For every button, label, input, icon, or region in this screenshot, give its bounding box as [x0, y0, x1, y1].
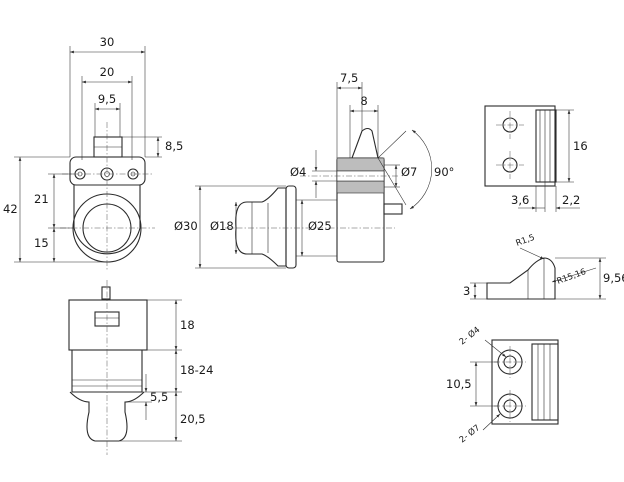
- dim-dia-25: Ø25: [308, 219, 332, 233]
- dim-strike-16: 16: [573, 139, 588, 153]
- dim-height-20-5: 20,5: [180, 412, 206, 426]
- side-section-upper: [336, 157, 385, 172]
- strike-plate-hole-lower-inner: [503, 399, 517, 413]
- dim-width-9-5: 9,5: [98, 92, 116, 106]
- dim-dia-30: Ø30: [174, 219, 198, 233]
- dim-7-5: 7,5: [340, 71, 358, 85]
- dim-height-18-24: 18-24: [180, 363, 213, 377]
- front-mount-plate: [69, 156, 146, 186]
- dim-strike-3-6: 3,6: [511, 193, 529, 207]
- dim-strike-9-56: 9,56: [603, 271, 624, 285]
- side-pin: [383, 203, 403, 215]
- strike-top-view: 16 3,6 2,2: [484, 105, 588, 212]
- side-section-lower: [336, 180, 385, 194]
- dim-tab-8-5: 8,5: [165, 139, 183, 153]
- dim-plate-holes-4: 2- Ø4: [457, 324, 482, 347]
- strike-side-profile: [486, 257, 556, 300]
- dim-width-30: 30: [100, 35, 115, 49]
- dim-height-15: 15: [34, 236, 49, 250]
- side-collar: [285, 185, 297, 269]
- dim-height-21: 21: [34, 192, 49, 206]
- dim-plate-holes-7: 2- Ø7: [457, 422, 482, 445]
- dim-strike-r15-16: R15,16: [556, 267, 588, 287]
- strike-plate-hole-upper-inner: [503, 355, 517, 369]
- dim-strike-2-2: 2,2: [562, 193, 580, 207]
- side-latch-tongue: [351, 127, 379, 159]
- dim-strike-thickness-3: 3: [463, 284, 470, 298]
- dim-8: 8: [360, 94, 367, 108]
- dim-plate-spacing-10-5: 10,5: [446, 377, 472, 391]
- dim-height-42: 42: [3, 202, 18, 216]
- strike-plate-ridge: [531, 343, 559, 421]
- side-view: 7,5 8 Ø4 Ø7 90° Ø30 Ø18 Ø25: [174, 71, 454, 269]
- dim-dia-7: Ø7: [401, 165, 417, 179]
- dim-dia-4: Ø4: [290, 165, 306, 179]
- strike-top-plate: [484, 105, 556, 187]
- dim-strike-r1-5: R1,5: [515, 233, 537, 249]
- dim-height-18: 18: [180, 318, 195, 332]
- side-knob: [235, 187, 287, 267]
- front-view: 30 20 9,5 8,5 42 21 15: [3, 35, 183, 270]
- dim-angle-90: 90°: [434, 165, 454, 179]
- strike-side-view: 3 9,56 R1,5 R15,16: [463, 233, 624, 300]
- bottom-view: 18 18-24 5,5 20,5: [68, 280, 213, 455]
- bottom-housing: [68, 299, 148, 351]
- dim-dia-18: Ø18: [210, 219, 234, 233]
- dim-width-20: 20: [100, 65, 115, 79]
- dim-height-5-5: 5,5: [150, 390, 168, 404]
- bottom-pin: [101, 286, 111, 300]
- strike-plate-view: 10,5 2- Ø4 2- Ø7: [446, 324, 559, 445]
- strike-top-ridge: [535, 109, 557, 183]
